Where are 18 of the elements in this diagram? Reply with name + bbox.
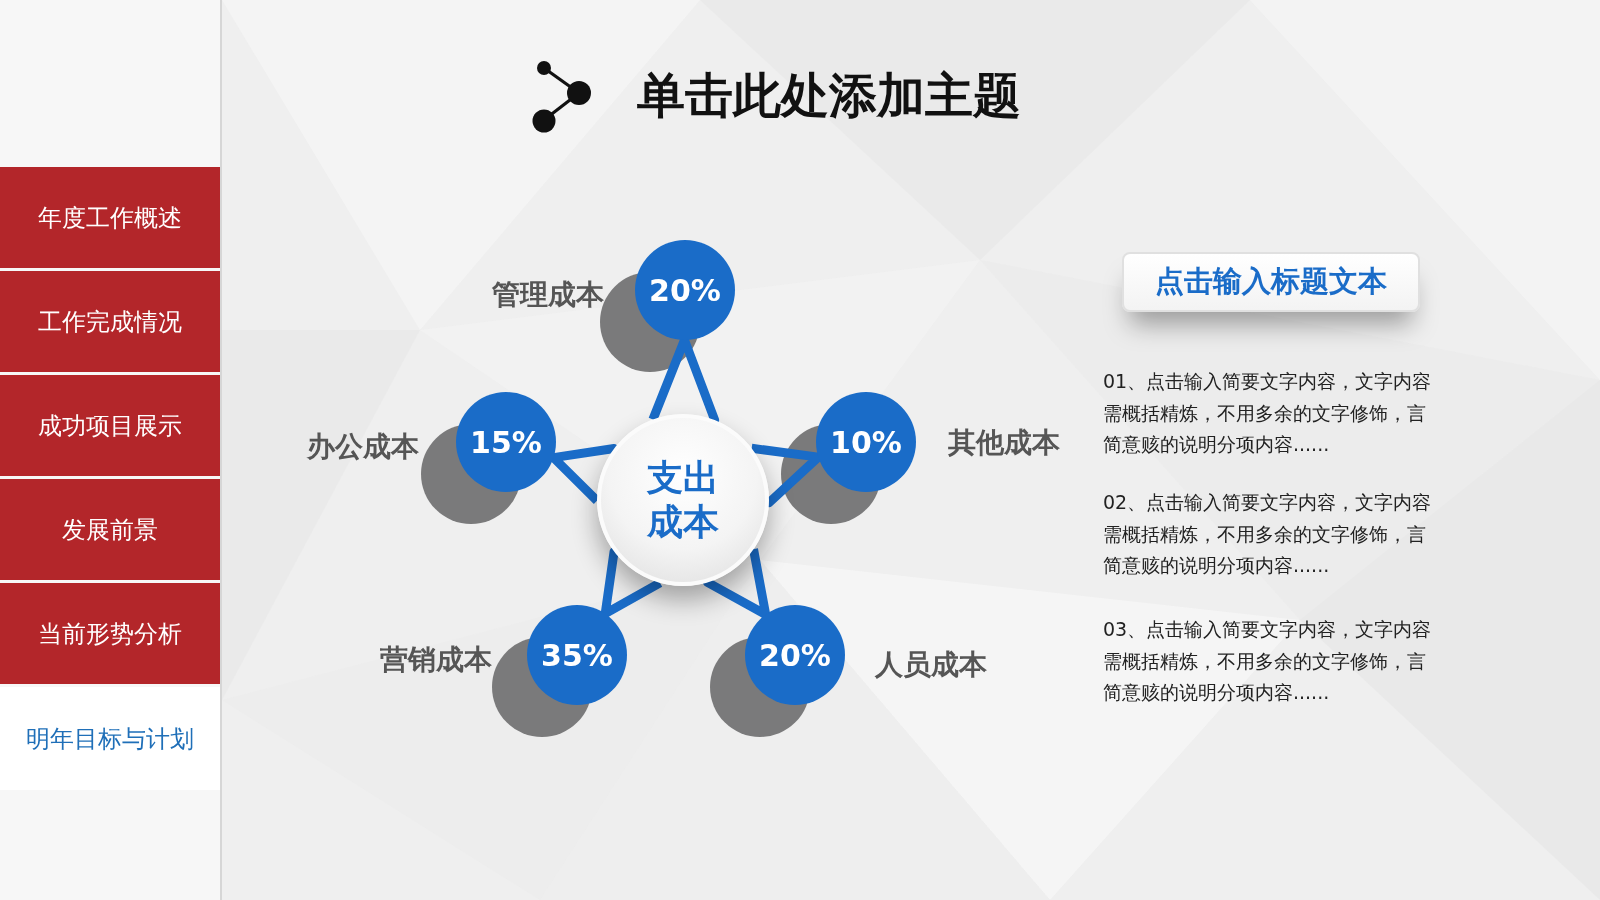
description-text: 02、点击输入简要文字内容，文字内容需概括精炼，不用多余的文字修饰，言简意赅的说明分项内容...... (1103, 490, 1433, 579)
menu-item: 成功项目展示 (0, 375, 220, 476)
menu-item: 工作完成情况 (0, 271, 220, 372)
category-label: 办公成本 (307, 429, 419, 465)
menu-item: 年度工作概述 (0, 167, 220, 268)
connector-line (703, 548, 771, 619)
description-text: 03、点击输入简要文字内容，文字内容需概括精炼，不用多余的文字修饰，言简意赅的说明分项内容...... (1103, 617, 1433, 706)
category-label: 人员成本 (875, 647, 987, 683)
menu-item: 明年目标与计划 (0, 687, 220, 790)
category-label: 管理成本 (492, 277, 604, 313)
category-label: 其他成本 (948, 425, 1060, 461)
description-text: 01、点击输入简要文字内容，文字内容需概括精炼，不用多余的文字修饰，言简意赅的说明分项内容...... (1103, 369, 1433, 458)
menu-item: 发展前景 (0, 479, 220, 580)
connector-line (600, 547, 663, 619)
heading-card: 点击输入标题文本 (1122, 252, 1420, 312)
category-label: 营销成本 (380, 642, 492, 678)
slide-title: 单击此处添加主题 (637, 70, 1021, 120)
menu-item: 当前形势分析 (0, 583, 220, 684)
